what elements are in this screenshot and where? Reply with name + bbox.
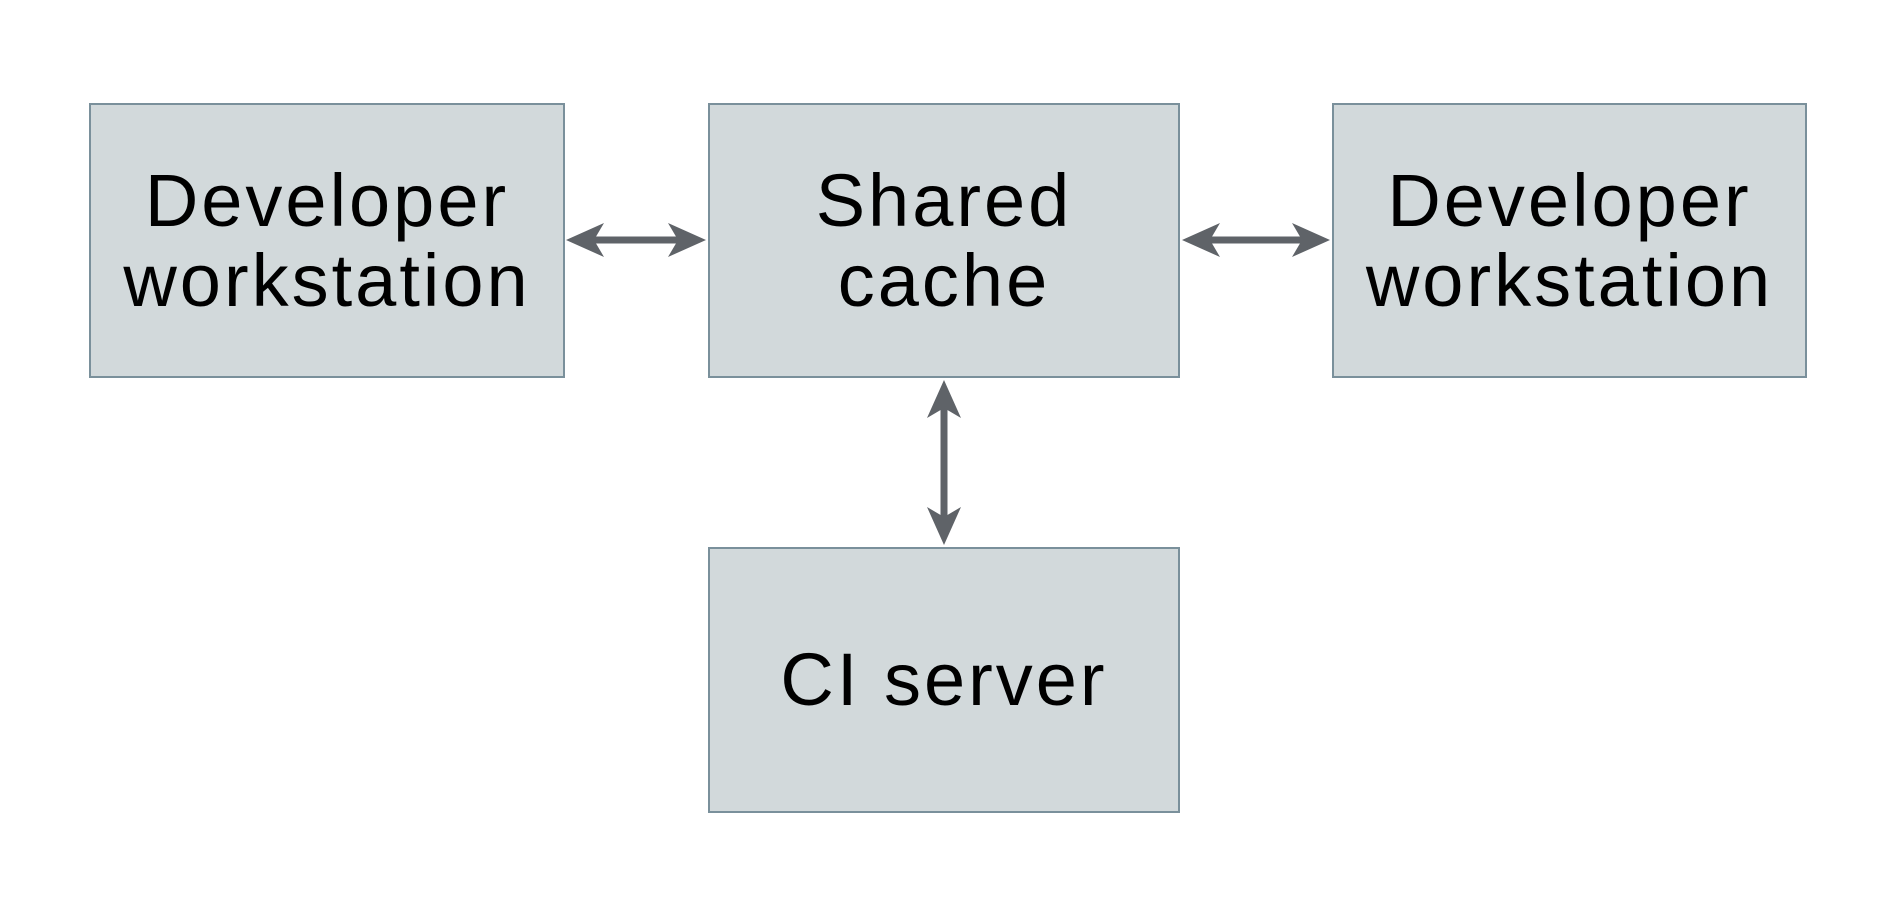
node-shared-cache-label: Shared cache: [815, 158, 1073, 322]
node-developer-workstation-left: Developer workstation: [89, 103, 565, 378]
node-ci-server-label: CI server: [780, 638, 1108, 721]
bidirectional-arrow-cache-to-right-workstation-icon: [1182, 223, 1330, 257]
node-developer-workstation-right-label: Developer workstation: [1365, 158, 1774, 322]
node-developer-workstation-left-label: Developer workstation: [123, 158, 531, 322]
node-ci-server: CI server: [708, 547, 1180, 813]
bidirectional-arrow-left-workstation-to-cache-icon: [566, 223, 706, 257]
bidirectional-arrow-cache-to-ci-server-icon: [927, 380, 961, 545]
node-developer-workstation-right: Developer workstation: [1332, 103, 1807, 378]
node-shared-cache: Shared cache: [708, 103, 1180, 378]
